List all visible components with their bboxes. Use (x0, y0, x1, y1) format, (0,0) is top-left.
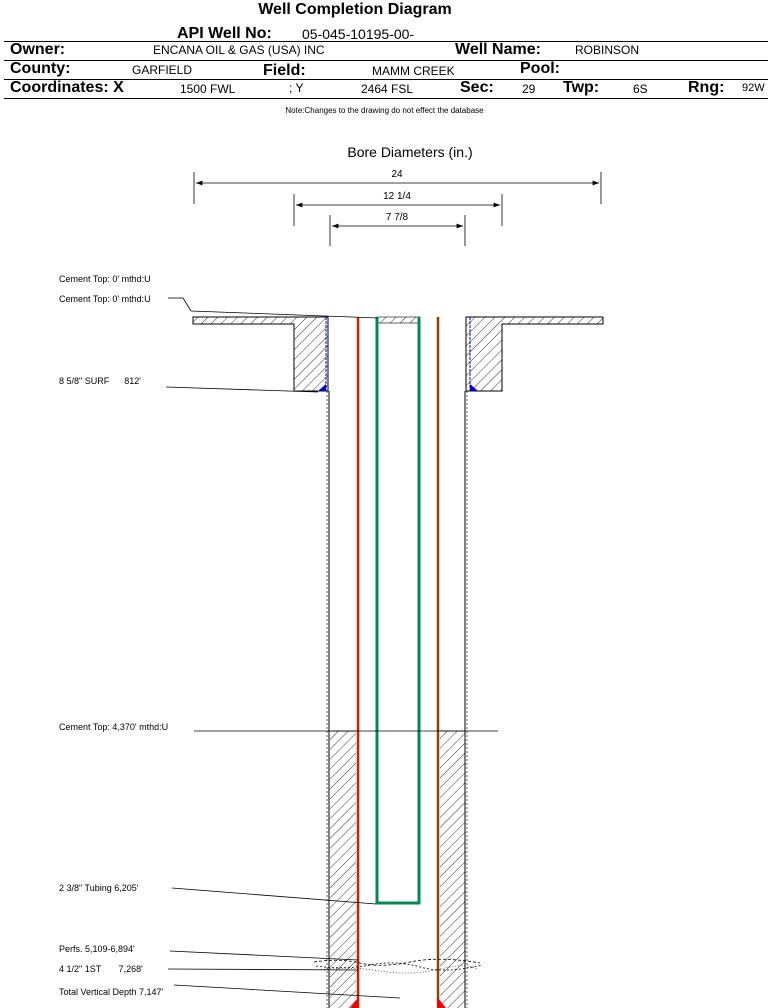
coordinate-y-label: ; Y (289, 81, 304, 95)
cement-top-label-2: Cement Top: 0' mthd:U (59, 294, 151, 304)
pool-label: Pool: (520, 60, 560, 77)
cement-top-label-3: Cement Top: 4,370' mthd:U (59, 722, 168, 732)
owner-label: Owner: (10, 41, 66, 58)
api-label: API Well No: (177, 25, 272, 42)
header-rule-2 (4, 60, 768, 61)
leader-lines (165, 297, 498, 999)
surface-casing (318, 317, 478, 391)
header-rule-4 (4, 98, 768, 99)
well-name-value: ROBINSON (575, 43, 640, 57)
coordinates-label: Coordinates: X (10, 79, 124, 96)
bore-dim-label-7-7-8: 7 7/8 (386, 212, 409, 223)
api-value: 05-045-10195-00- (302, 26, 415, 42)
tubing-label: 2 3/8" Tubing 6,205' (59, 883, 139, 893)
perfs-label: Perfs. 5,109-6,894' (59, 944, 135, 954)
county-value: GARFIELD (132, 63, 193, 77)
bore-dimension-12-1-4: 12 1/4 (293, 191, 503, 226)
field-label: Field: (263, 62, 306, 79)
twp-value: 6S (633, 82, 648, 96)
surface-casing-label: 8 5/8" SURF 812' (59, 376, 141, 386)
bore-diameters-title: Bore Diameters (in.) (347, 144, 472, 160)
total-depth-label: Total Vertical Depth 7,147' (59, 987, 164, 997)
perforations (313, 958, 483, 974)
bore-dim-label-24: 24 (391, 169, 403, 180)
coordinate-y-value: 2464 FSL (361, 82, 414, 96)
database-note: Note:Changes to the drawing do not effec… (285, 106, 484, 115)
bore-dim-label-12-1-4: 12 1/4 (383, 191, 411, 202)
header-rule-3 (4, 79, 768, 80)
twp-label: Twp: (563, 79, 600, 96)
bore-dimension-24: 24 (193, 169, 602, 204)
page-title: Well Completion Diagram (258, 1, 452, 18)
bore-dimension-7-7-8: 7 7/8 (329, 212, 466, 246)
sec-value: 29 (522, 82, 536, 96)
production-cement (330, 730, 465, 1008)
field-value: MAMM CREEK (372, 64, 455, 78)
rng-label: Rng: (688, 79, 725, 96)
tubing (375, 317, 421, 905)
production-casing (350, 317, 446, 1008)
owner-value: ENCANA OIL & GAS (USA) INC (153, 43, 325, 57)
header-rule-1 (4, 41, 768, 42)
sec-label: Sec: (460, 79, 494, 96)
production-casing-label: 4 1/2" 1ST 7,268' (59, 964, 143, 974)
surface-cement (192, 316, 604, 392)
well-name-label: Well Name: (455, 41, 541, 58)
rng-value: 92W (742, 82, 765, 94)
coordinate-x-value: 1500 FWL (180, 82, 236, 96)
county-label: County: (10, 60, 71, 77)
cement-top-label-1: Cement Top: 0' mthd:U (59, 274, 151, 284)
